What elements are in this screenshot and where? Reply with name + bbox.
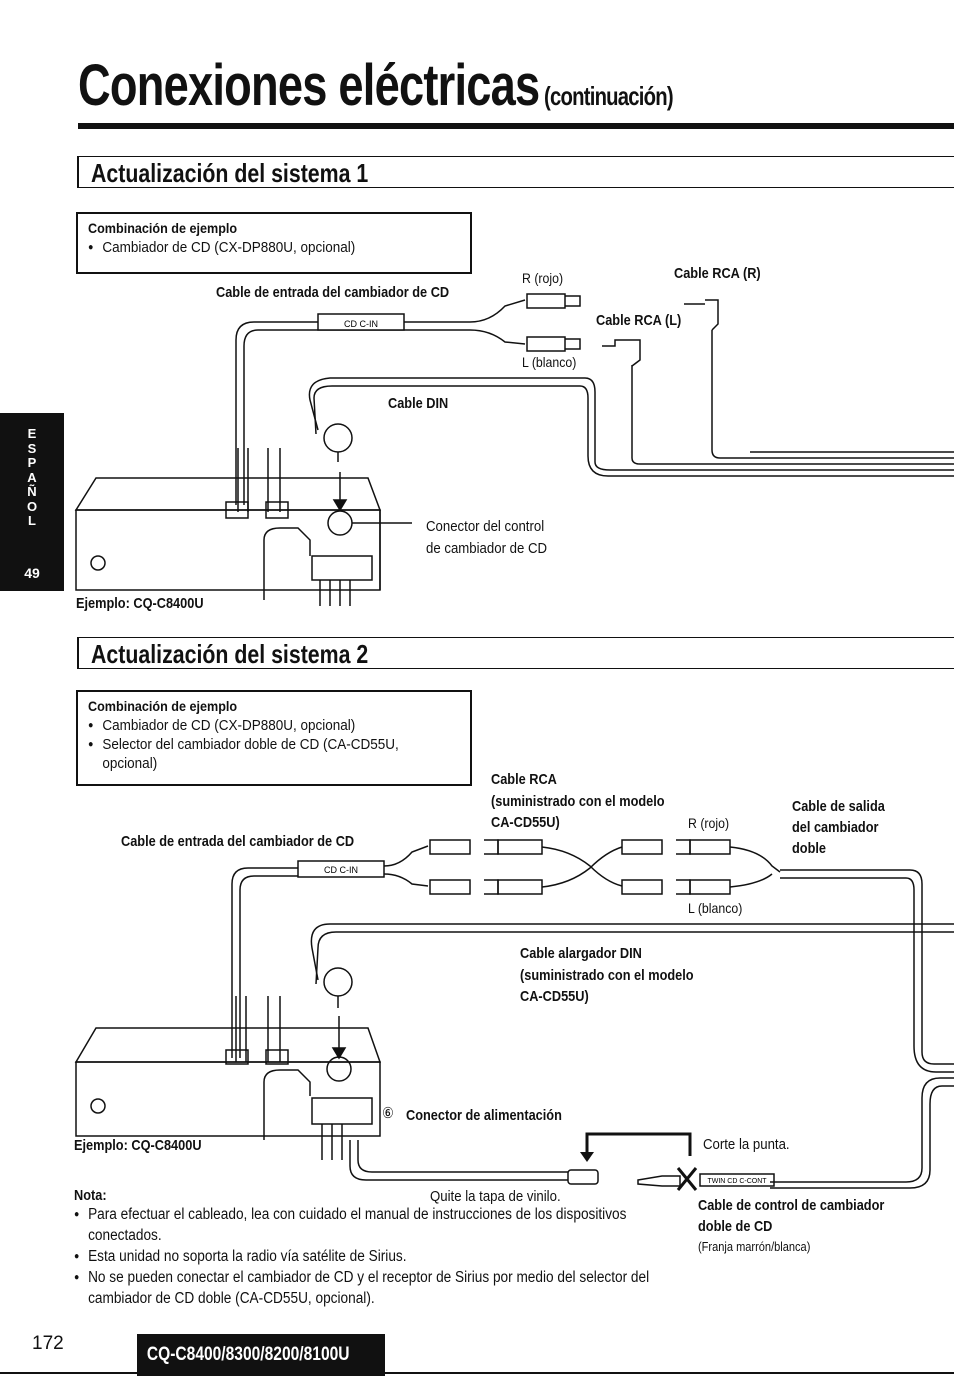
section2-heading: Actualización del sistema 2 <box>77 637 954 669</box>
cdc-in-label-1: CD C-IN <box>344 319 378 329</box>
tab-letter: E <box>27 426 37 441</box>
s1-input-cable-label: Cable de entrada del cambiador de CD <box>216 284 450 301</box>
cdc-in-label-2: CD C-IN <box>324 865 358 875</box>
s2-input-cable-label: Cable de entrada del cambiador de CD <box>121 833 355 850</box>
model-text: CQ-C8400/8300/8200/8100U <box>146 1344 350 1365</box>
tab-letter: O <box>26 498 38 514</box>
s1-connector-label-1: Conector del control <box>426 518 545 535</box>
s2-twin-label-3: (Franja marrón/blanca) <box>698 1239 811 1254</box>
page-number: 172 <box>32 1333 64 1354</box>
note-item: Esta unidad no soporta la radio vía saté… <box>74 1246 686 1267</box>
s2-twin-label-1: Cable de control de cambiador <box>698 1197 885 1214</box>
s1-rca-l-label: Cable RCA (L) <box>596 312 682 329</box>
combo-item: Cambiador de CD (CX-DP880U, opcional) <box>88 716 423 735</box>
s2-remove-cap-label: Quite la tapa de vinilo. <box>430 1188 561 1205</box>
combo-title: Combinación de ejemplo <box>88 220 238 236</box>
language-letters: E S P A Ñ O L <box>22 426 42 529</box>
tab-letter: P <box>27 455 37 470</box>
bottom-rule <box>0 1372 954 1374</box>
combo-item: Cambiador de CD (CX-DP880U, opcional) <box>88 238 423 257</box>
s2-r-label: R (rojo) <box>688 815 730 831</box>
tab-letter: S <box>27 440 37 456</box>
title-text: Conexiones eléctricas <box>78 53 540 118</box>
s2-din-label-1: Cable alargador DIN <box>520 945 642 962</box>
note-item: No se pueden conectar el cambiador de CD… <box>74 1267 686 1309</box>
s2-din-label-2: (suministrado con el modelo <box>520 967 694 984</box>
notes-heading: Nota: <box>74 1187 107 1204</box>
page-title: Conexiones eléctricas(continuación) <box>78 52 674 119</box>
combo-item: Selector del cambiador doble de CD (CA-C… <box>88 735 423 754</box>
s2-out-label-1: Cable de salida <box>792 798 885 815</box>
section2-combo-box: Combinación de ejemplo Cambiador de CD (… <box>76 690 472 786</box>
language-tab: E S P A Ñ O L 49 <box>0 413 64 591</box>
section2-title: Actualización del sistema 2 <box>91 639 369 669</box>
section1-heading: Actualización del sistema 1 <box>77 156 954 188</box>
s1-connector-label-2: de cambiador de CD <box>426 540 548 557</box>
title-rule <box>78 123 954 129</box>
s2-power-label: Conector de alimentación <box>406 1107 562 1124</box>
diagram1-lines <box>74 293 954 606</box>
s1-rca-r-label: Cable RCA (R) <box>674 265 761 282</box>
s2-cut-tip-label: Corte la punta. <box>703 1136 790 1153</box>
combo-title: Combinación de ejemplo <box>88 698 238 714</box>
diagram2-lines <box>74 839 954 1191</box>
model-badge: CQ-C8400/8300/8200/8100U <box>137 1334 385 1376</box>
s2-out-label-3: doble <box>792 840 826 857</box>
section1-title: Actualización del sistema 1 <box>91 158 369 188</box>
s2-din-label-3: CA-CD55U) <box>520 988 589 1005</box>
s1-r-label: R (rojo) <box>522 270 564 286</box>
s2-twin-label-2: doble de CD <box>698 1218 773 1235</box>
s2-rca-label-3: CA-CD55U) <box>491 814 560 831</box>
title-continuation: (continuación) <box>544 81 674 111</box>
s2-rca-label-2: (suministrado con el modelo <box>491 793 665 810</box>
s1-l-label: L (blanco) <box>522 354 577 370</box>
combo-item-continued: opcional) <box>102 755 158 772</box>
s1-example-label: Ejemplo: CQ-C8400U <box>76 595 204 612</box>
s2-l-label: L (blanco) <box>688 900 743 916</box>
s2-rca-label-1: Cable RCA <box>491 771 557 788</box>
s2-out-label-2: del cambiador <box>792 819 879 836</box>
notes-block: Nota: Para efectuar el cableado, lea con… <box>74 1187 674 1309</box>
tab-letter: A <box>27 469 37 485</box>
power-number: ⑥ <box>382 1105 394 1122</box>
s2-example-label: Ejemplo: CQ-C8400U <box>74 1137 202 1154</box>
note-item: Para efectuar el cableado, lea con cuida… <box>74 1204 686 1246</box>
s1-din-label: Cable DIN <box>388 395 449 412</box>
twin-conn-label: TWIN CD C-CONT <box>707 1178 767 1185</box>
section1-combo-box: Combinación de ejemplo Cambiador de CD (… <box>76 212 472 274</box>
tab-page-number: 49 <box>24 565 40 581</box>
tab-letter: L <box>28 513 36 528</box>
tab-letter: Ñ <box>27 484 37 499</box>
